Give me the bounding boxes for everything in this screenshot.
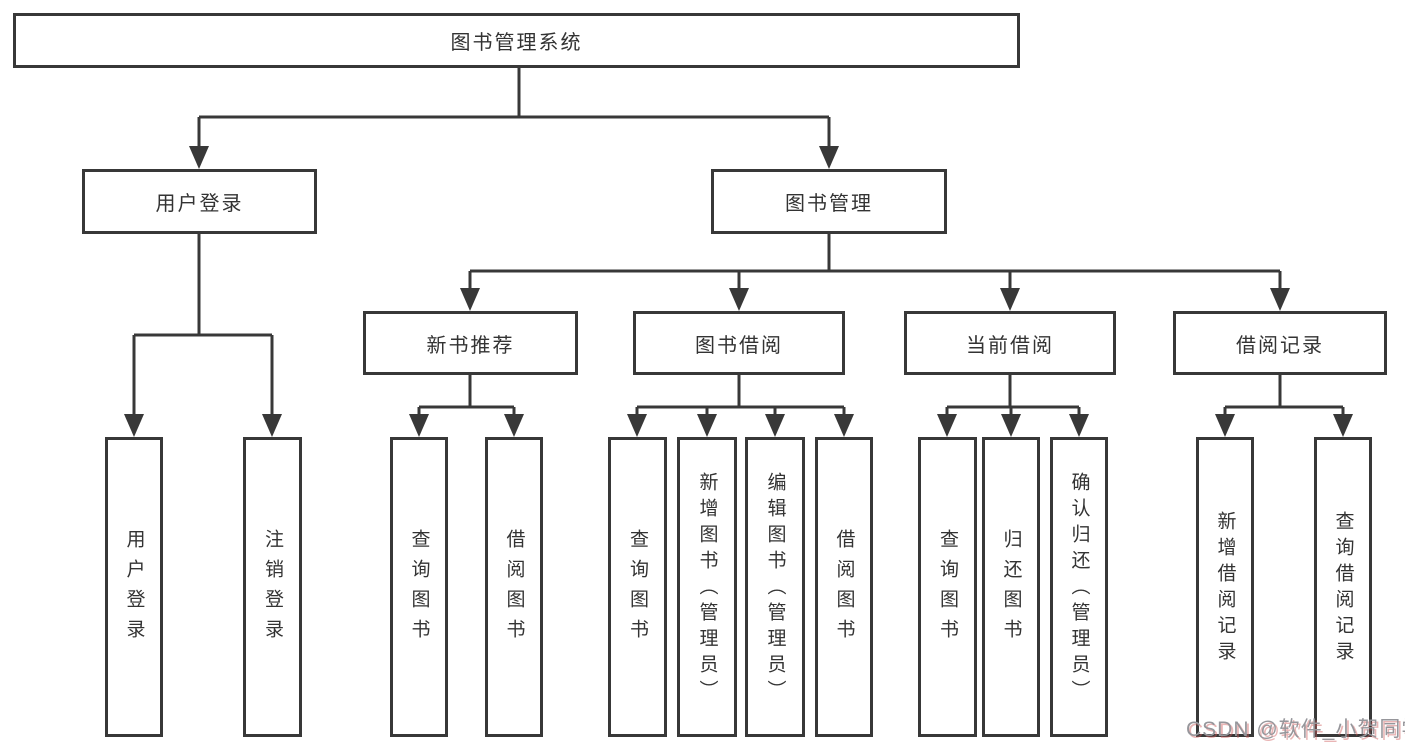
- leaf-current-query-book: 查询图书: [918, 437, 977, 737]
- leaf-logout: 注销登录: [243, 437, 302, 737]
- node-book-management-label: 图书管理: [785, 193, 873, 215]
- leaf-add-borrow-record-label: 新增借阅记录: [1214, 511, 1236, 667]
- leaf-current-query-book-label: 查询图书: [937, 529, 958, 649]
- leaf-recommend-borrow-book-label: 借阅图书: [503, 529, 525, 649]
- node-borrow-records-label: 借阅记录: [1236, 334, 1324, 357]
- leaf-return-book: 归还图书: [982, 437, 1040, 737]
- connector-borrow-to-leaves: [627, 375, 854, 437]
- connector-mgmt-to-groups: [460, 234, 1290, 311]
- connector-records-to-leaves: [1215, 375, 1353, 437]
- node-book-management: 图书管理: [711, 169, 947, 234]
- leaf-recommend-query-book: 查询图书: [390, 437, 448, 737]
- leaf-user-login-label: 用户登录: [123, 529, 145, 649]
- leaf-query-borrow-record: 查询借阅记录: [1314, 437, 1372, 737]
- leaf-borrow-book-label: 借阅图书: [833, 529, 855, 649]
- leaf-recommend-borrow-book: 借阅图书: [485, 437, 543, 737]
- connector-root-to-level2: [189, 68, 839, 169]
- leaf-user-login: 用户登录: [105, 437, 163, 737]
- node-book-borrow: 图书借阅: [633, 311, 845, 375]
- leaf-add-book-admin: 新增图书（管理员）: [677, 437, 737, 737]
- connector-current-to-leaves: [937, 375, 1089, 437]
- leaf-borrow-book: 借阅图书: [815, 437, 873, 737]
- leaf-edit-book-admin-label: 编辑图书（管理员）: [764, 472, 786, 706]
- csdn-watermark: CSDN @软件_小贺同学: [1186, 718, 1405, 741]
- leaf-logout-label: 注销登录: [262, 529, 283, 649]
- node-current-borrow-label: 当前借阅: [966, 334, 1054, 357]
- node-borrow-records: 借阅记录: [1173, 311, 1387, 375]
- leaf-borrow-query-book: 查询图书: [608, 437, 667, 737]
- leaf-recommend-query-book-label: 查询图书: [408, 529, 430, 649]
- node-new-book-recommend-label: 新书推荐: [426, 334, 515, 357]
- node-user-login: 用户登录: [82, 169, 317, 234]
- leaf-add-borrow-record: 新增借阅记录: [1196, 437, 1254, 737]
- leaf-confirm-return-admin: 确认归还（管理员）: [1050, 437, 1108, 737]
- node-book-borrow-label: 图书借阅: [695, 334, 783, 357]
- node-root-system: 图书管理系统: [13, 13, 1020, 68]
- leaf-add-book-admin-label: 新增图书（管理员）: [696, 472, 718, 706]
- node-new-book-recommend: 新书推荐: [363, 311, 578, 375]
- node-user-login-label: 用户登录: [155, 193, 244, 215]
- leaf-edit-book-admin: 编辑图书（管理员）: [745, 437, 805, 737]
- node-current-borrow: 当前借阅: [904, 311, 1116, 375]
- leaf-confirm-return-admin-label: 确认归还（管理员）: [1068, 472, 1090, 706]
- connector-recommend-to-leaves: [409, 375, 524, 437]
- node-root-label: 图书管理系统: [450, 32, 583, 54]
- leaf-query-borrow-record-label: 查询借阅记录: [1332, 511, 1354, 667]
- leaf-return-book-label: 归还图书: [1000, 529, 1022, 649]
- connector-login-to-leaves: [124, 234, 282, 437]
- leaf-borrow-query-book-label: 查询图书: [627, 529, 648, 649]
